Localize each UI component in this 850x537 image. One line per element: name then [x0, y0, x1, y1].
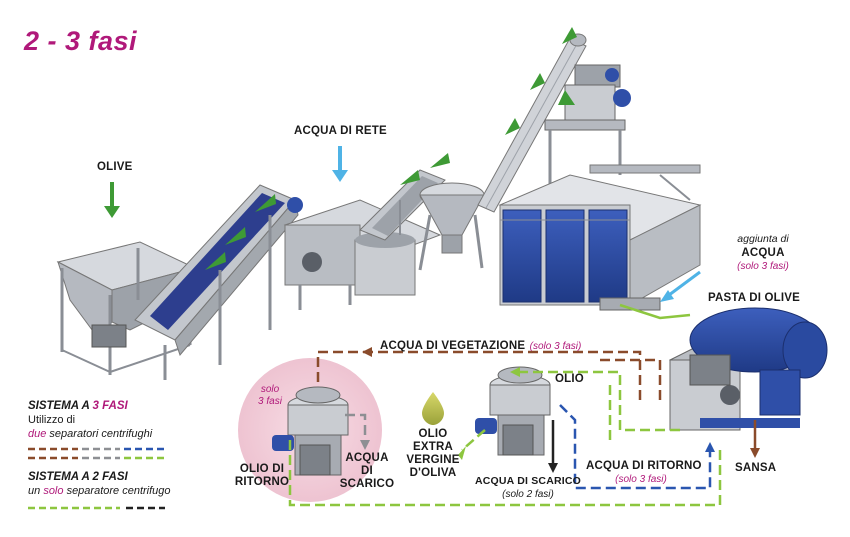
- oil-drop-icon: [422, 392, 444, 425]
- scarico-1-line1: ACQUA: [345, 452, 389, 464]
- label-pasta-di-olive: PASTA DI OLIVE: [708, 292, 801, 304]
- olive-input-arrow: [104, 182, 120, 218]
- scarico-2-arrowhead: [548, 463, 558, 473]
- legend-three-phase-lines: [28, 447, 165, 460]
- legend-three-phase-num: 3 FASI: [92, 400, 128, 412]
- centrifugal-separator-2: [475, 366, 551, 456]
- ritorno-acqua-text: ACQUA DI RITORNO: [586, 460, 702, 472]
- decanter-centrifuge: [668, 307, 828, 431]
- legend-three-phase-prefix: SISTEMA A: [28, 400, 90, 412]
- scarico-2-text: ACQUA DI SCARICO: [474, 475, 582, 487]
- vegetazione-arrowhead: [362, 347, 372, 357]
- scarico-1-arrowhead: [360, 440, 370, 450]
- aggiunta-line1: aggiunta di: [737, 233, 789, 245]
- legend-separatore: separatore centrifugo: [66, 485, 171, 497]
- solo-line2: 3 fasi: [258, 396, 282, 407]
- olio-flow: [288, 370, 722, 507]
- legend-three-phase-desc1: Utilizzo di: [28, 414, 76, 426]
- label-acqua-di-scarico-2: ACQUA DI SCARICO (solo 2 fasi): [468, 475, 588, 501]
- inclined-screw-auger: [477, 33, 587, 213]
- water-input-arrow: [332, 146, 348, 182]
- legend-three-phase-title: SISTEMA A 3 FASI: [28, 399, 152, 413]
- acqua-vegetazione-flow: [316, 350, 662, 400]
- label-acqua-vegetazione: ACQUA DI VEGETAZIONE (solo 3 fasi): [380, 336, 581, 354]
- label-acqua-di-scarico-1: ACQUA DI SCARICO: [337, 452, 397, 491]
- ritorno-acqua-note: (solo 3 fasi): [615, 474, 667, 485]
- scarico-1-line3: SCARICO: [339, 478, 395, 490]
- label-acqua-di-ritorno: ACQUA DI RITORNO (solo 3 fasi): [586, 460, 702, 486]
- olio-extra-line1: OLIO: [418, 428, 448, 440]
- aggiunta-line2: ACQUA: [741, 247, 785, 259]
- vegetazione-text: ACQUA DI VEGETAZIONE: [380, 340, 526, 352]
- scarico-2-note: (solo 2 fasi): [502, 489, 554, 500]
- legend-three-phase: SISTEMA A 3 FASI Utilizzo di due separat…: [28, 399, 152, 441]
- legend-two-phase: SISTEMA A 2 FASI un solo separatore cent…: [28, 470, 171, 498]
- malaxer-unit: [498, 164, 702, 311]
- olive-mill: [418, 182, 485, 271]
- ritorno-olio-line2: RITORNO: [234, 476, 290, 488]
- legend-two-phase-title: SISTEMA A 2 FASI: [28, 471, 128, 483]
- acqua-scarico-flow-1: [345, 413, 367, 440]
- vegetazione-note: (solo 3 fasi): [529, 341, 582, 352]
- label-aggiunta-acqua: aggiunta di ACQUA (solo 3 fasi): [718, 232, 808, 274]
- paste-flow-line: [619, 303, 691, 320]
- olio-extra-arrowhead: [458, 446, 466, 460]
- olio-extra-line3: VERGINE: [406, 454, 460, 466]
- olio-extra-line2: EXTRA: [413, 441, 453, 453]
- label-olio: OLIO: [555, 373, 584, 385]
- aggiunta-line3: (solo 3 fasi): [737, 261, 789, 272]
- legend-due: due: [28, 428, 47, 440]
- added-water-arrow: [660, 270, 701, 302]
- top-crusher: [544, 64, 631, 190]
- label-acqua-di-rete: ACQUA DI RETE: [294, 125, 387, 137]
- olive-washer: [283, 199, 442, 310]
- legend-solo: solo: [43, 485, 64, 497]
- page-title: 2 - 3 fasi: [24, 26, 138, 56]
- label-olive: OLIVE: [97, 161, 133, 173]
- solo-line1: solo: [260, 384, 280, 395]
- ritorno-arrowhead: [705, 442, 715, 452]
- olive-hopper: [56, 241, 197, 375]
- legend-two-phase-desc: un solo separatore centrifugo: [28, 484, 171, 498]
- centrifugal-separator-1: [272, 386, 349, 476]
- label-solo-3-fasi: solo 3 fasi: [250, 384, 290, 408]
- label-olio-extra-vergine: OLIO EXTRA VERGINE D'OLIVA: [400, 428, 466, 480]
- legend-three-phase-desc2: due separatori centrifughi: [28, 427, 152, 441]
- ritorno-olio-line1: OLIO DI: [239, 463, 285, 475]
- sansa-arrowhead: [750, 448, 760, 458]
- flow-arrows-conveyor: [205, 27, 577, 270]
- legend-separatori: separatori centrifughi: [49, 428, 153, 440]
- label-olio-di-ritorno: OLIO DI RITORNO: [232, 463, 292, 489]
- olio-arrowhead: [510, 367, 520, 377]
- legend-un: un: [28, 485, 41, 497]
- label-sansa: SANSA: [735, 462, 777, 474]
- olio-extra-line4: D'OLIVA: [409, 467, 457, 479]
- scarico-1-line2: DI: [361, 465, 373, 477]
